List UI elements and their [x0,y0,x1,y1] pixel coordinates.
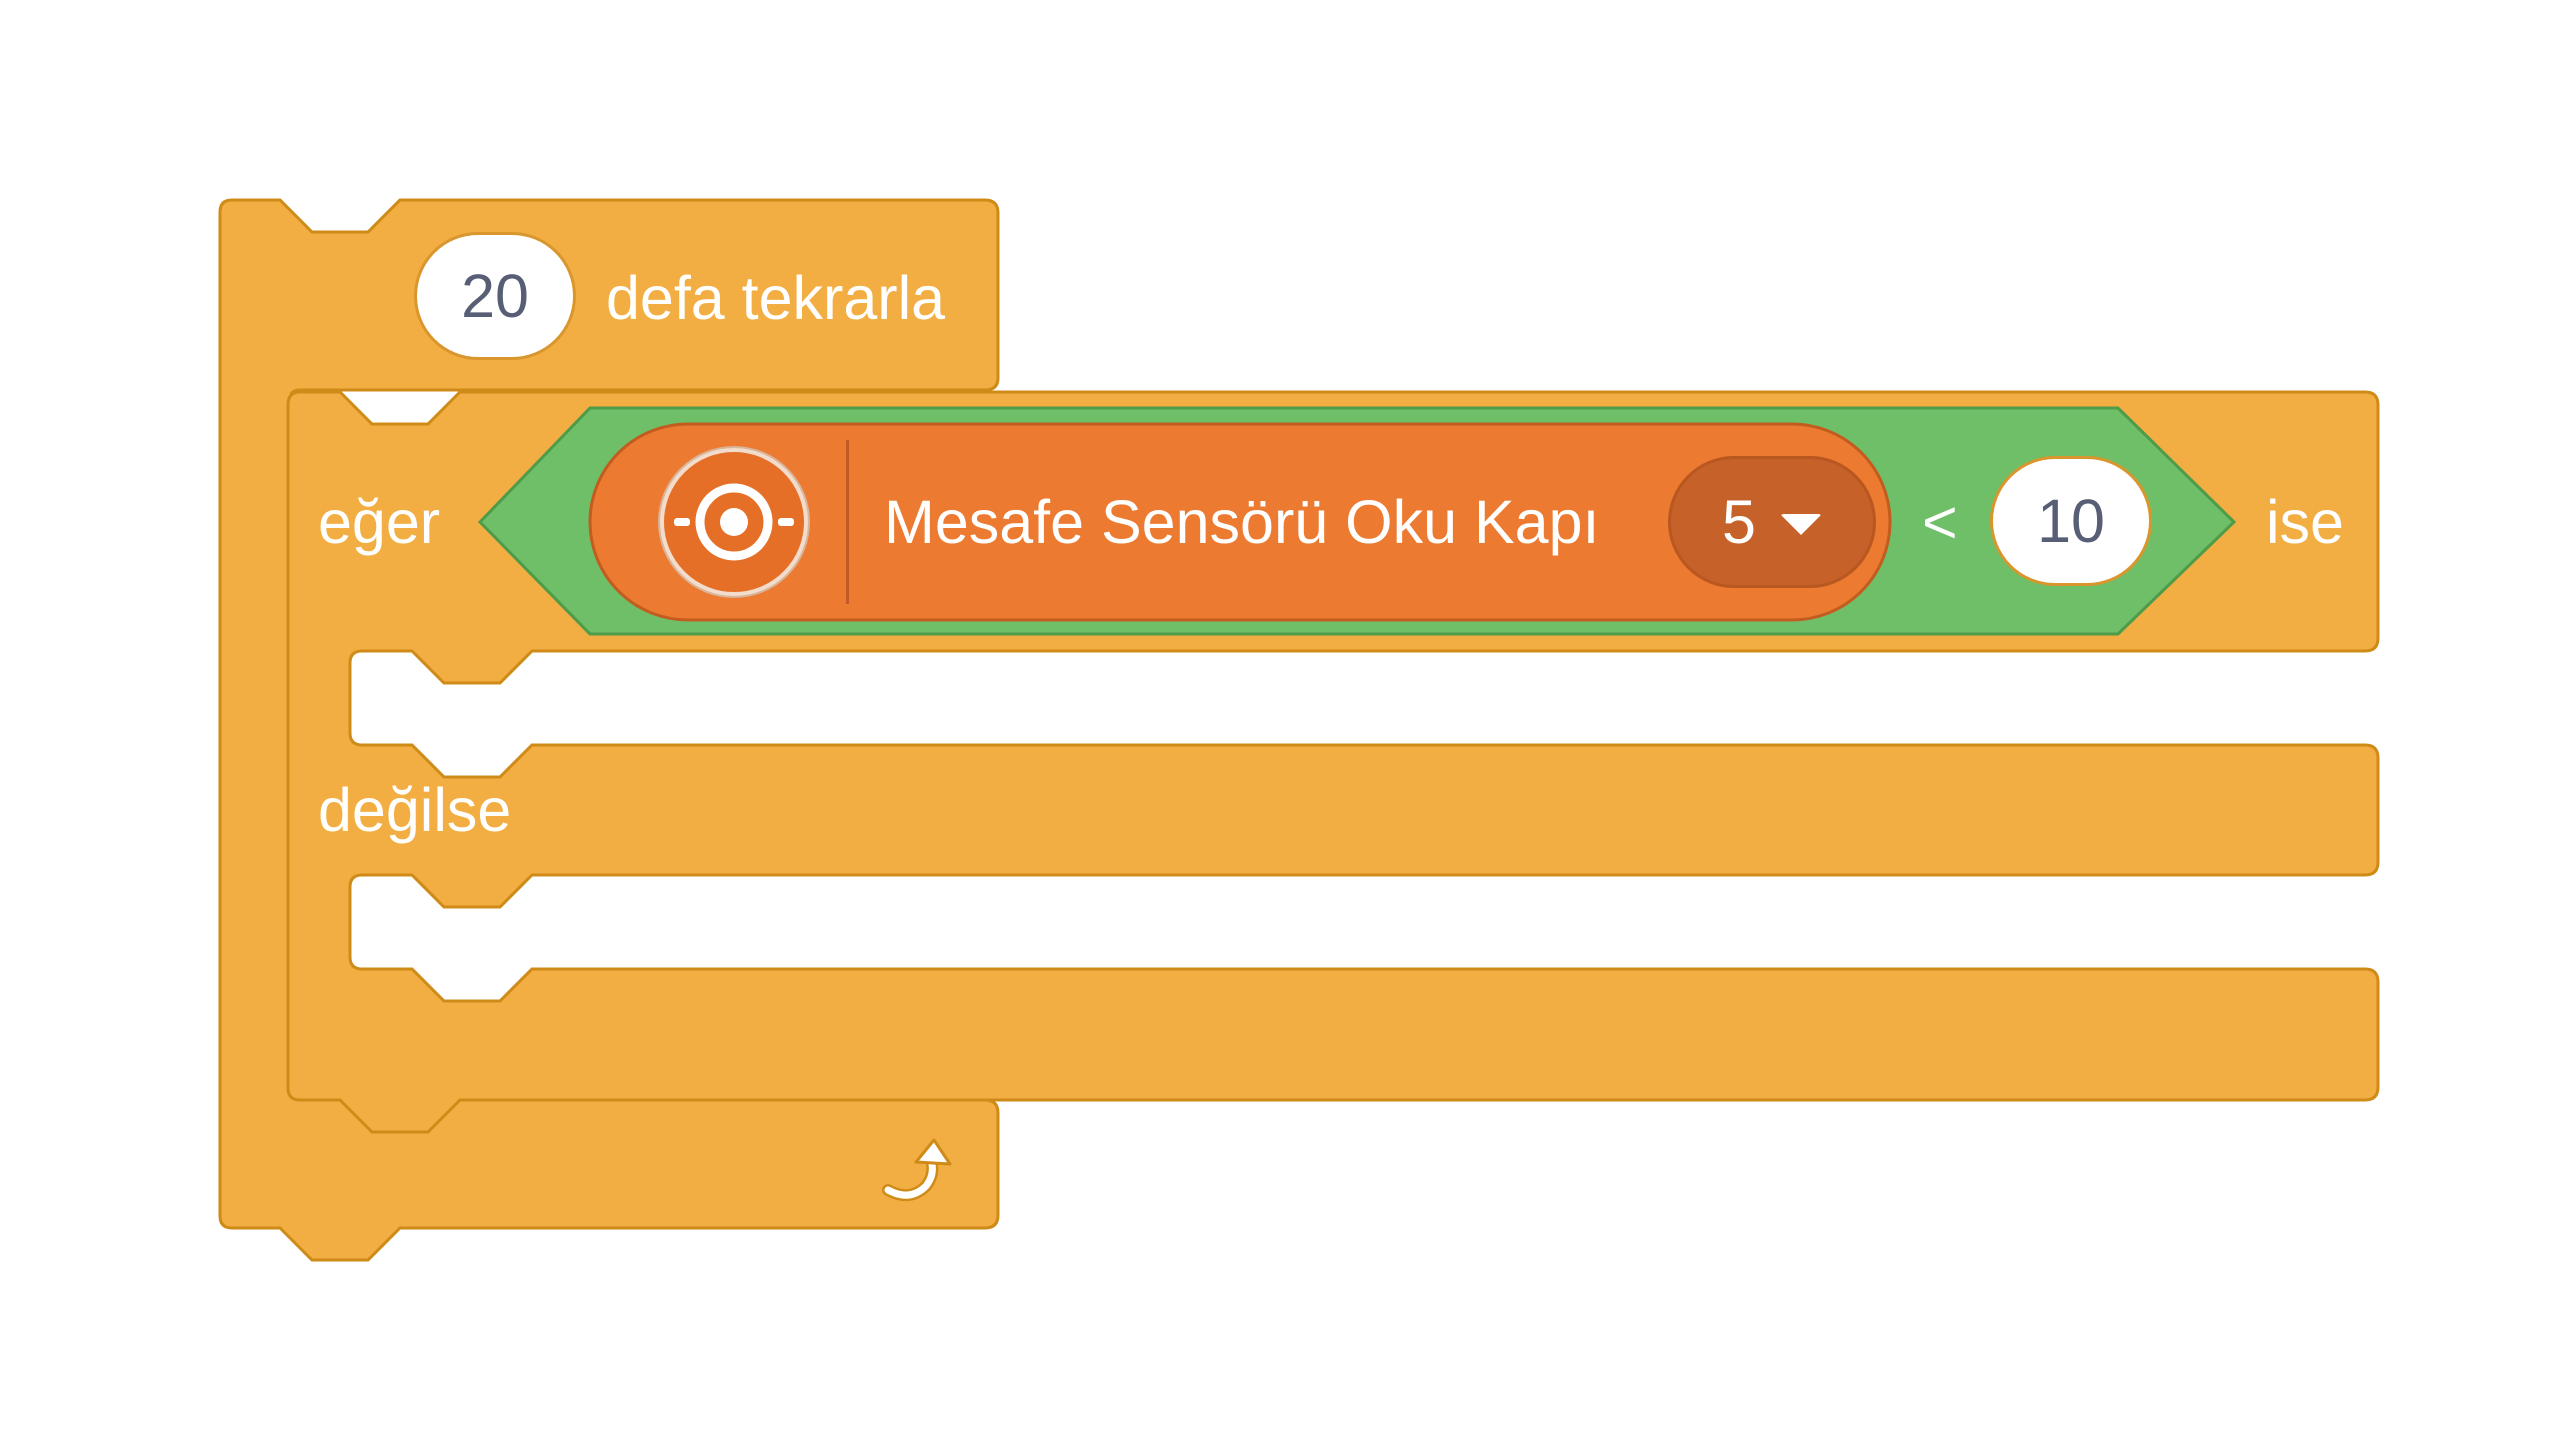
sensor-label: Mesafe Sensörü Oku Kapı [884,488,1600,556]
sensor-divider [846,440,849,604]
loop-arrow-icon [882,1138,952,1202]
distance-sensor-icon [658,446,810,598]
port-dropdown[interactable]: 5 [1668,456,1876,588]
repeat-label: defa tekrarla [606,264,946,332]
repeat-count-input[interactable]: 20 [414,232,576,360]
else-label: değilse [318,776,512,844]
operator-symbol: < [1922,488,1958,556]
chevron-down-icon [1779,513,1822,535]
compare-value-input[interactable]: 10 [1990,456,2152,586]
if-label: eğer [318,488,441,556]
then-label: ise [2266,488,2344,556]
sensor-reporter-block[interactable] [588,422,1892,622]
port-value: 5 [1722,488,1756,556]
